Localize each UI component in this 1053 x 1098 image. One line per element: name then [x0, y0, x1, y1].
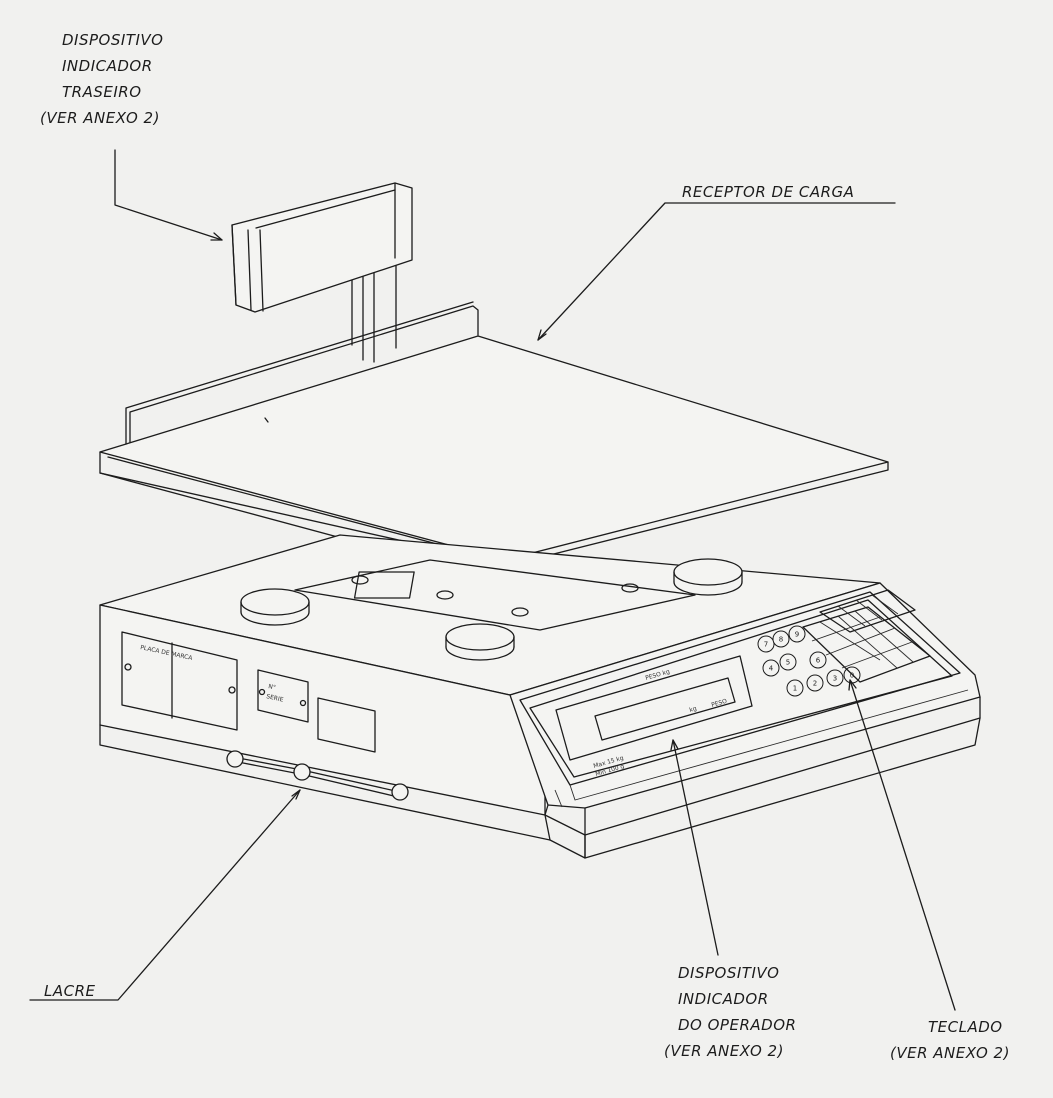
- callout-leaders: [29, 149, 956, 1011]
- numeric-key: [762, 659, 780, 677]
- label-operator-indicator: DISPOSITIVO INDICADOR DO OPERADOR (VER A…: [664, 964, 796, 1060]
- numeric-key: [772, 630, 790, 648]
- numeric-key-label: 1: [793, 685, 797, 693]
- operator-indicator-line-1: DISPOSITIVO: [678, 964, 779, 982]
- pad-left: [240, 588, 310, 626]
- seal-wire: [226, 750, 409, 801]
- rear-indicator-line-1: DISPOSITIVO: [62, 31, 163, 49]
- numeric-key-label: 8: [779, 636, 783, 644]
- numeric-key-label: 2: [813, 680, 817, 688]
- rear-indicator-device: [231, 182, 413, 363]
- left-face-details: PLACA DE MARCA N° SERIE: [121, 631, 409, 801]
- label-load-receptor: RECEPTOR DE CARGA: [682, 183, 854, 201]
- numeric-key-label: 9: [795, 631, 799, 639]
- label-seal: LACRE: [44, 982, 96, 1000]
- numeric-key: [786, 679, 804, 697]
- svg-text:kg: kg: [689, 705, 698, 714]
- rear-indicator-line-4: (VER ANEXO 2): [40, 109, 160, 127]
- keyboard-line-2: (VER ANEXO 2): [890, 1044, 1010, 1062]
- numeric-key-label: 5: [786, 659, 790, 667]
- numeric-key-label: 0: [850, 672, 854, 680]
- numeric-key-label: 3: [833, 675, 837, 683]
- keypad: 7 8 9 4 5 6 1 2 3 0: [757, 589, 931, 697]
- svg-text:SERIE: SERIE: [266, 693, 285, 703]
- numeric-key: [779, 653, 797, 671]
- operator-indicator-line-2: INDICADOR: [678, 990, 769, 1008]
- operator-display: PESO kg kg PESO Max 15 kg Min 100 g: [555, 655, 753, 778]
- svg-text:PESO: PESO: [711, 698, 729, 709]
- keyboard-line-1: TECLADO: [928, 1018, 1003, 1036]
- function-keys: [802, 589, 931, 683]
- numeric-key: [788, 625, 806, 643]
- numeric-key-label: 6: [816, 657, 821, 665]
- pad-front: [445, 623, 515, 661]
- numeric-key-label: 7: [764, 641, 768, 649]
- label-rear-indicator: DISPOSITIVO INDICADOR TRASEIRO (VER ANEX…: [40, 31, 163, 127]
- rear-indicator-line-2: INDICADOR: [62, 57, 153, 75]
- base-top-details: [240, 558, 743, 661]
- label-keyboard: TECLADO (VER ANEXO 2): [890, 1018, 1010, 1062]
- pad-right: [673, 558, 743, 596]
- operator-indicator-line-4: (VER ANEXO 2): [664, 1042, 784, 1060]
- numeric-key: [809, 651, 827, 669]
- numeric-key: [806, 674, 824, 692]
- svg-text:N°: N°: [268, 683, 277, 691]
- scale-base: [99, 534, 981, 859]
- load-receptor-plate: [99, 301, 889, 583]
- operator-indicator-line-3: DO OPERADOR: [678, 1016, 796, 1034]
- numeric-key: [757, 635, 775, 653]
- rear-indicator-line-3: TRASEIRO: [62, 83, 142, 101]
- numeric-key: [826, 669, 844, 687]
- numeric-key-label: 4: [769, 665, 774, 673]
